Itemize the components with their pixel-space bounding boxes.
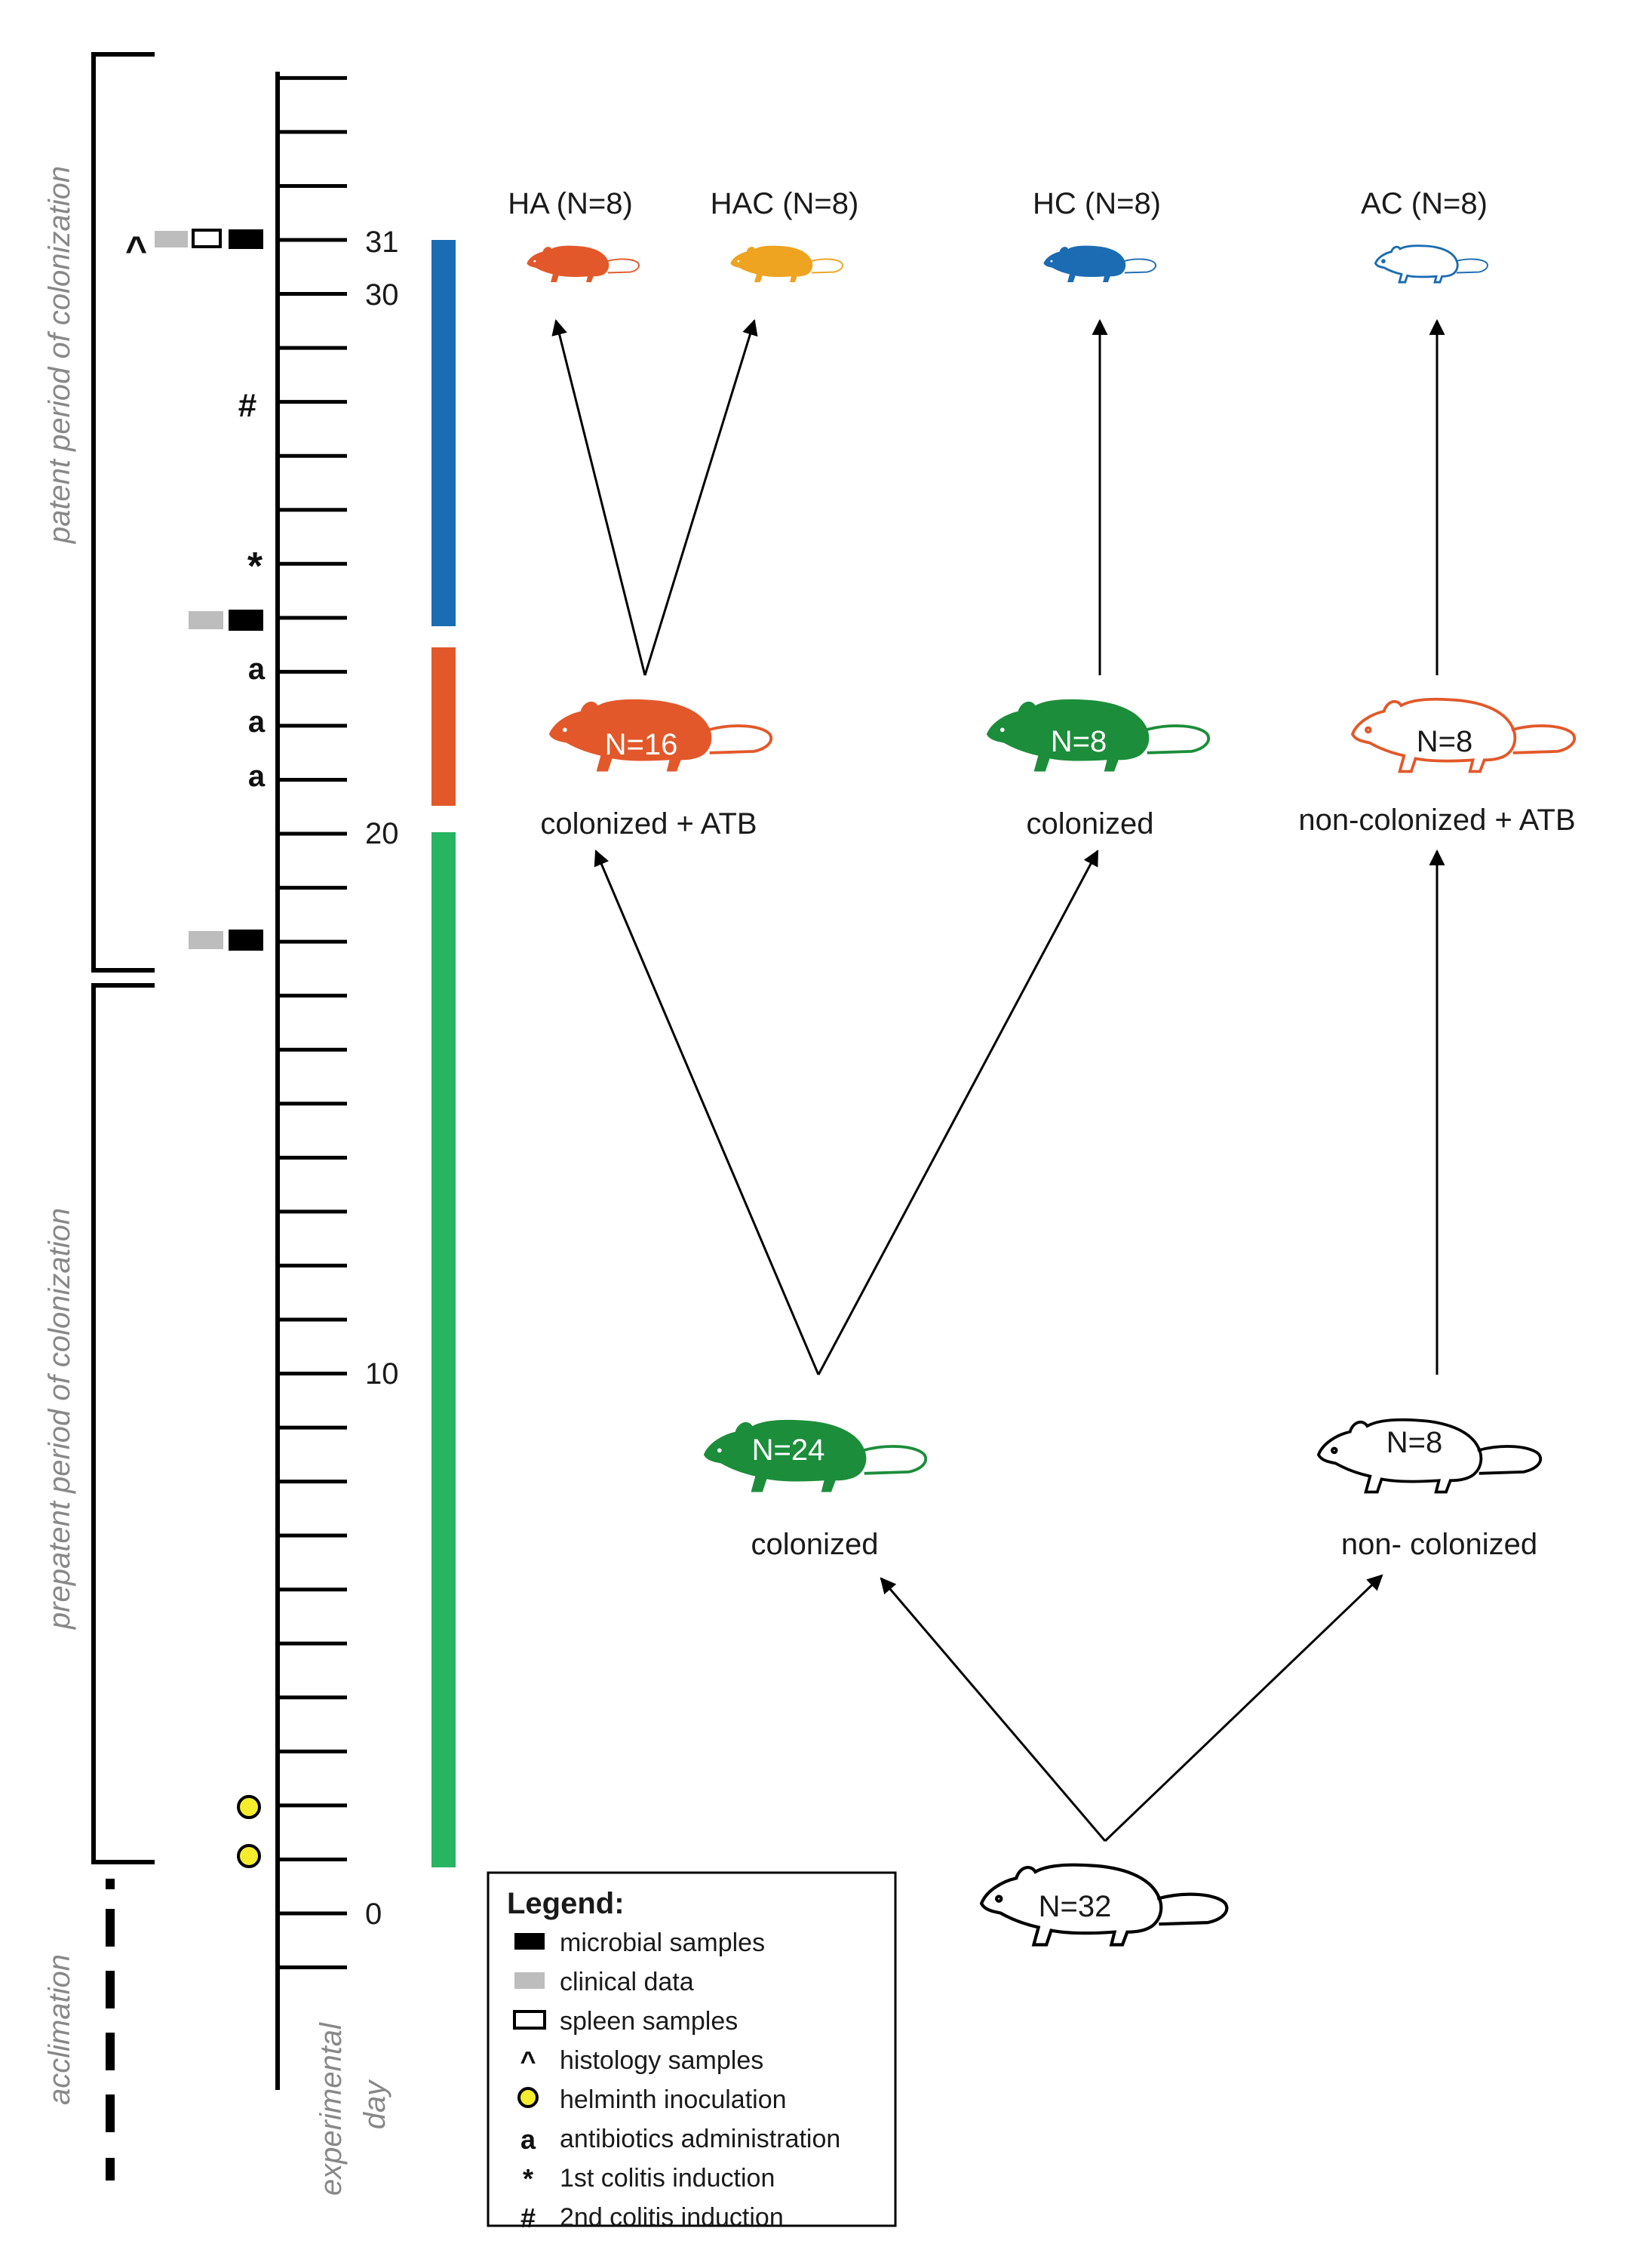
legend: Legend: microbial samples clinical data sp… <box>487 1871 897 2233</box>
node-label-noncolonized-atb: non-colonized + ATB <box>1298 804 1575 837</box>
rat-hac-icon <box>730 245 843 282</box>
microbial-sample-marker <box>229 610 263 631</box>
axis-title-line-2: day <box>358 2079 392 2129</box>
blue-period-bar <box>431 240 456 626</box>
acclimation-dashes <box>106 1879 115 2180</box>
group-label-hc: HC (N=8) <box>1033 187 1161 220</box>
orange-period-bar <box>431 647 456 806</box>
node-label-noncolonized: non- colonized <box>1341 1528 1537 1561</box>
flow-arrows <box>551 318 1445 1842</box>
green-period-bar <box>431 832 456 1867</box>
node-label-colonized-all: colonized <box>751 1528 878 1561</box>
arrow-atb-to-ha <box>551 318 646 676</box>
legend-box <box>487 1871 897 2227</box>
legend-symbol-letter-a: a <box>520 2124 536 2155</box>
node-n-colonized-all: N=24 <box>752 1434 825 1467</box>
node-n-colonized: N=8 <box>1051 725 1107 758</box>
tick-label-20: 20 <box>365 817 399 850</box>
arrow-atb-to-hac <box>643 318 758 676</box>
legend-symbol-black-rect <box>514 1933 545 1950</box>
first-colitis-marker: * <box>247 545 263 589</box>
axis-title: experimental day <box>315 2015 392 2196</box>
patent-period-label: patent period of colonization <box>43 166 76 544</box>
tick-label-10: 10 <box>365 1357 399 1391</box>
legend-label: spleen samples <box>560 2007 738 2036</box>
node-n-start: N=32 <box>1039 1890 1112 1923</box>
clinical-data-marker <box>155 231 188 247</box>
tick-label-31: 31 <box>365 226 399 259</box>
tick-label-30: 30 <box>365 278 399 312</box>
prepatent-period-label: prepatent period of colonization <box>43 1208 76 1630</box>
legend-title: Legend: <box>507 1887 625 1920</box>
microbial-sample-marker <box>229 229 263 249</box>
clinical-data-marker <box>189 611 223 629</box>
patent-bracket <box>91 52 155 973</box>
legend-symbol-hash: # <box>520 2202 536 2233</box>
rat-hc-icon <box>1043 245 1156 282</box>
spleen-sample-marker <box>192 229 222 248</box>
helminth-inoculation-marker <box>237 1795 261 1819</box>
second-colitis-marker: # <box>238 387 256 424</box>
legend-symbol-open-rect <box>513 2010 546 2030</box>
legend-label: histology samples <box>560 2046 763 2075</box>
node-n-noncolonized-atb: N=8 <box>1417 725 1473 758</box>
group-label-hac: HAC (N=8) <box>711 187 859 220</box>
legend-label: 1st colitis induction <box>560 2164 775 2193</box>
group-label-ha: HA (N=8) <box>508 187 633 220</box>
rat-ha-icon <box>527 245 640 282</box>
legend-label: clinical data <box>560 1968 694 1996</box>
legend-label: helminth inoculation <box>560 2085 787 2114</box>
axis-title-line-1: experimental <box>315 2022 348 2196</box>
helminth-inoculation-marker <box>237 1844 261 1868</box>
legend-symbol-gray-rect <box>514 1972 545 1989</box>
legend-label: 2nd colitis induction <box>560 2203 784 2232</box>
node-label-colonized-atb: colonized + ATB <box>540 807 757 841</box>
legend-symbol-yellow-circle <box>517 2087 539 2108</box>
rat-ac-icon <box>1374 244 1488 284</box>
axis-ticks <box>278 75 347 1970</box>
arrow-colonized-to-colonized <box>817 850 1099 1375</box>
legend-symbol-caret: ^ <box>520 2045 536 2076</box>
legend-label: microbial samples <box>560 1928 765 1957</box>
node-n-colonized-atb: N=16 <box>605 728 678 761</box>
antibiotic-marker: a <box>248 653 266 686</box>
group-label-ac: AC (N=8) <box>1361 187 1488 220</box>
legend-label: antibiotics administration <box>560 2125 840 2153</box>
antibiotic-marker: a <box>248 760 266 793</box>
node-n-noncolonized: N=8 <box>1386 1426 1443 1459</box>
legend-symbol-asterisk: * <box>523 2163 533 2194</box>
tick-label-0: 0 <box>365 1898 382 1931</box>
prepatent-bracket <box>91 983 155 1864</box>
arrow-colonized-to-atb <box>594 850 820 1375</box>
antibiotic-marker: a <box>248 705 266 739</box>
arrow-start-to-noncolonized <box>1104 1574 1383 1842</box>
microbial-sample-marker <box>229 930 263 951</box>
arrow-start-to-colonized <box>880 1577 1107 1842</box>
acclimation-label: acclimation <box>43 1954 76 2105</box>
histology-marker: ^ <box>125 229 147 271</box>
node-label-colonized: colonized <box>1026 807 1153 841</box>
clinical-data-marker <box>189 931 223 949</box>
